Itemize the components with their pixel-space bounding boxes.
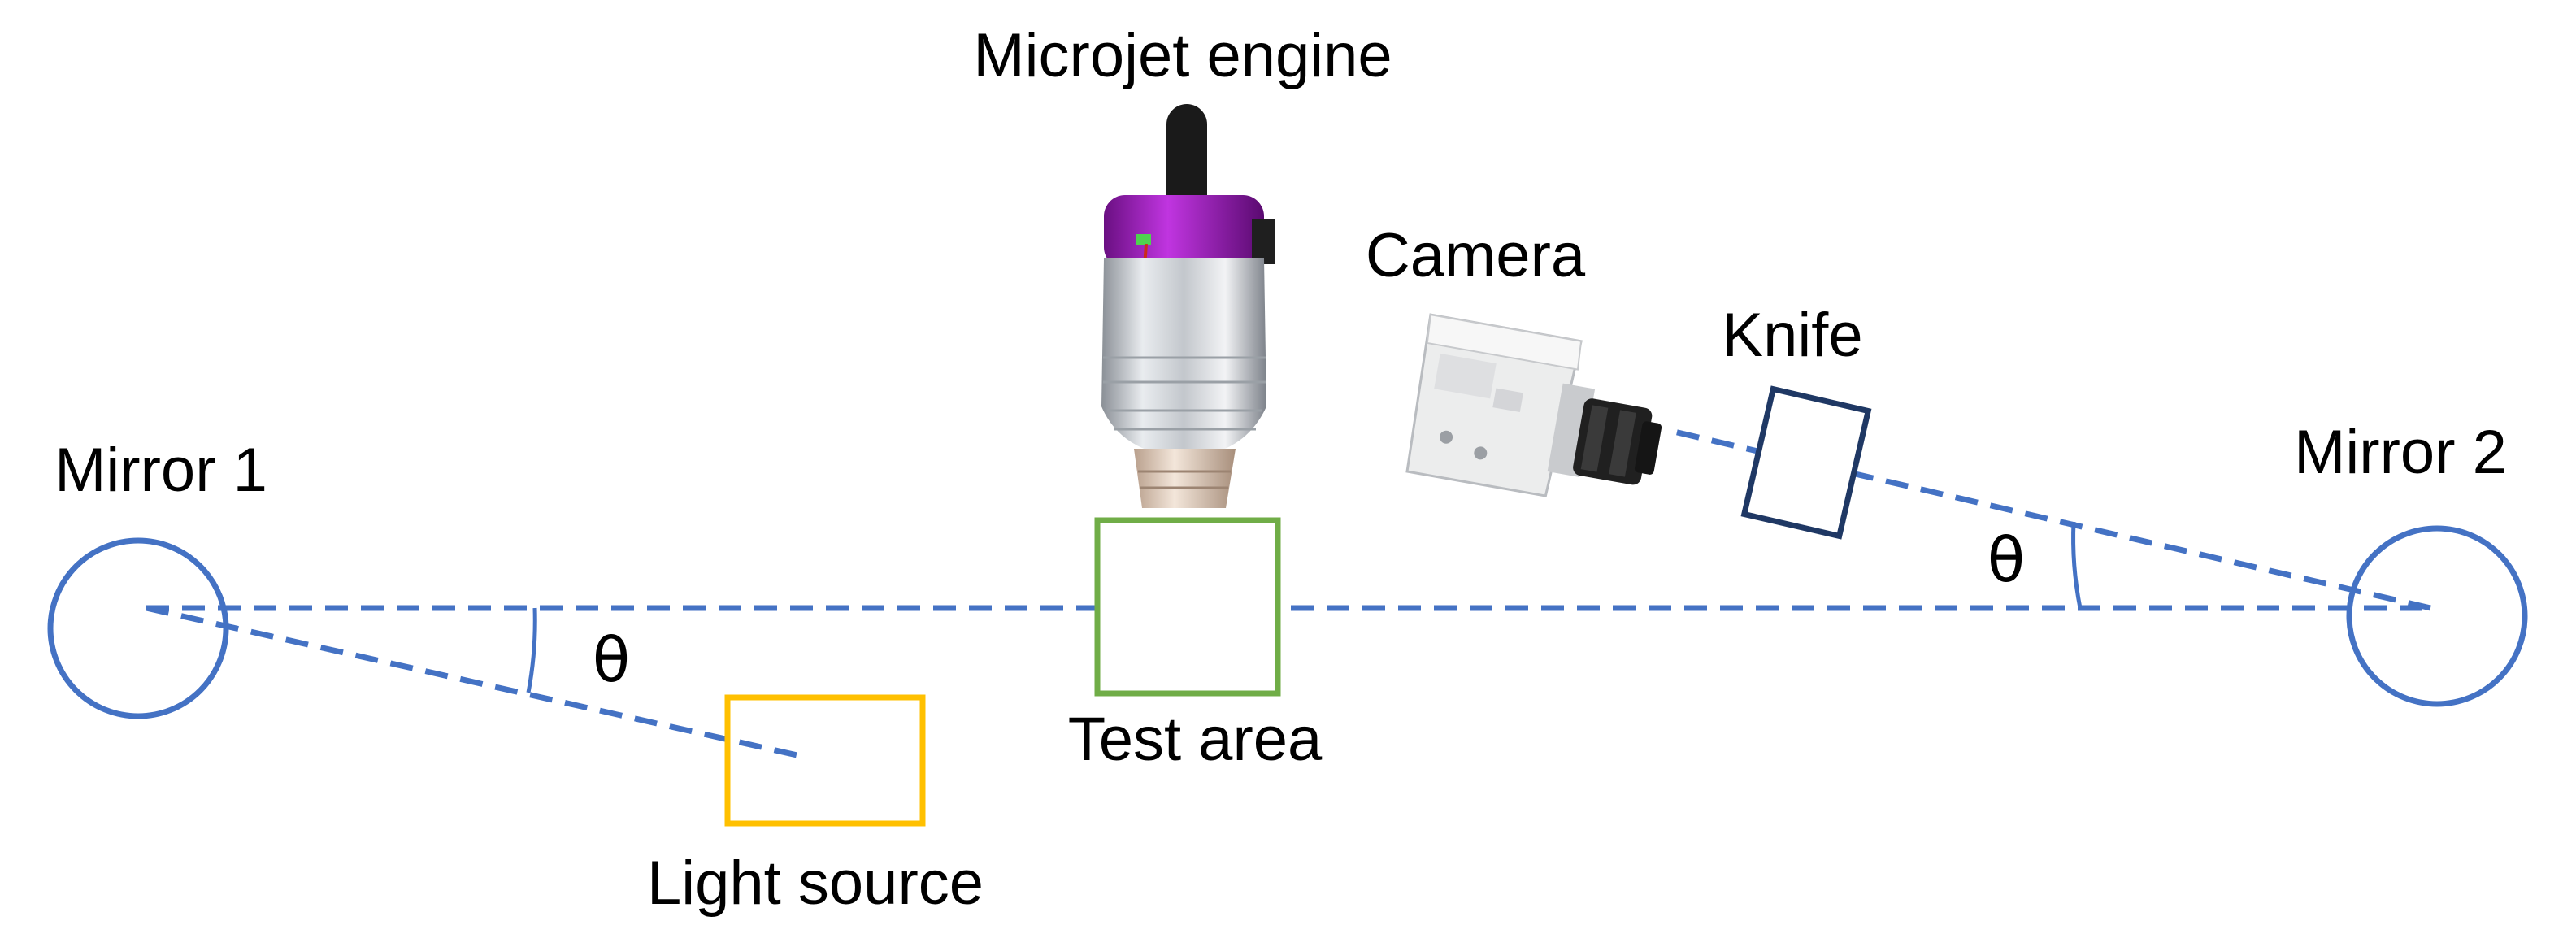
light-source-box bbox=[724, 694, 926, 827]
knife-label: Knife bbox=[1722, 301, 1862, 370]
mirror-1-label: Mirror 1 bbox=[54, 436, 267, 505]
microjet-engine-icon bbox=[1101, 104, 1275, 508]
theta-left-label: θ bbox=[593, 623, 631, 696]
theta-right-label: θ bbox=[1987, 523, 2026, 596]
theta-arc-left bbox=[526, 607, 537, 693]
mirror-2 bbox=[2346, 525, 2528, 707]
microjet-engine-label: Microjet engine bbox=[973, 21, 1392, 90]
test-area-label: Test area bbox=[1068, 705, 1323, 774]
test-area-box bbox=[1094, 517, 1281, 697]
theta-arc-right bbox=[2071, 521, 2083, 609]
knife-box bbox=[1740, 385, 1872, 540]
light-source-beam-line bbox=[146, 605, 801, 759]
camera-label: Camera bbox=[1366, 221, 1586, 290]
camera-icon bbox=[1405, 313, 1662, 497]
mirror-1 bbox=[47, 537, 229, 719]
mirror-2-label: Mirror 2 bbox=[2294, 418, 2507, 487]
light-source-label: Light source bbox=[647, 849, 984, 918]
